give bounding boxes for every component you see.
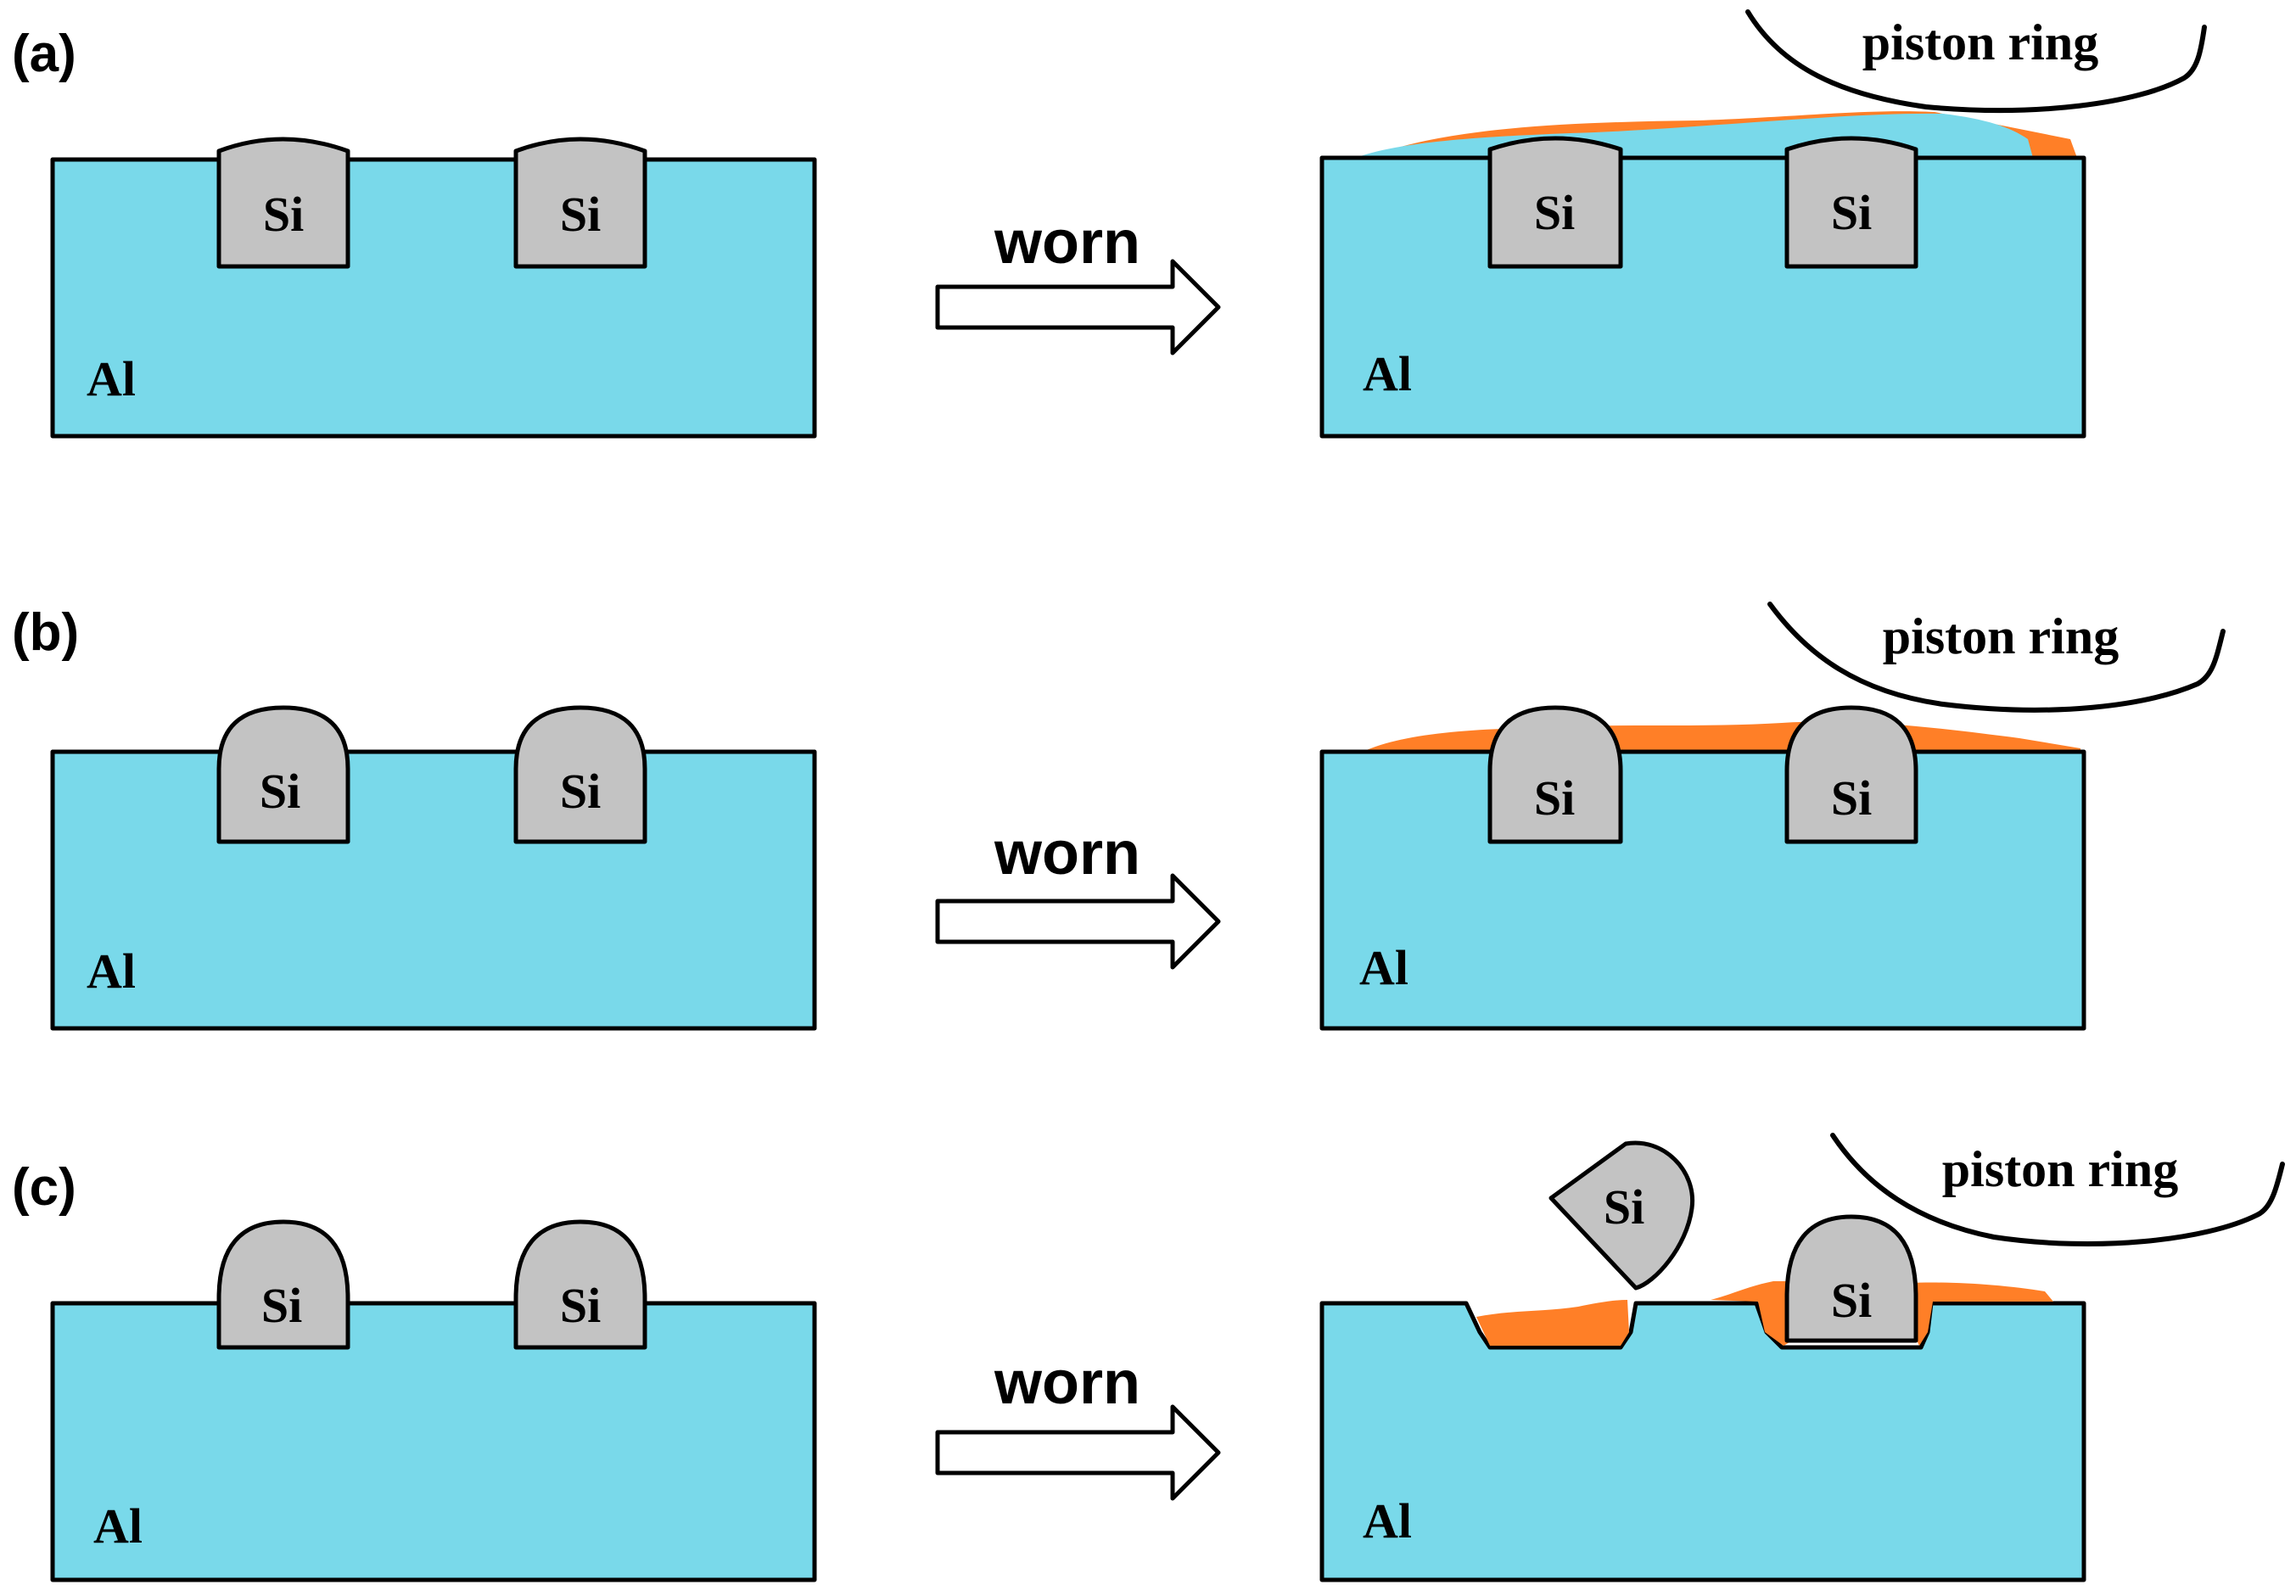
panel-a: (a) Si Si Al worn Si Si Al piston ring <box>12 9 2207 439</box>
worn-surface: Si Si Al piston ring <box>1319 1133 2285 1582</box>
arrow-icon <box>935 259 1221 356</box>
al-label: Al <box>93 1498 143 1554</box>
si-label: Si <box>560 764 601 819</box>
piston-ring <box>1745 9 2207 114</box>
si-particle <box>1784 136 1918 269</box>
si-particle <box>513 137 647 269</box>
si-label: Si <box>1534 185 1575 240</box>
panel-b: (b) Si Si Al worn Si Si Al piston ring <box>12 602 2226 1031</box>
panel-label: (a) <box>12 25 76 83</box>
transfer-layer <box>1363 721 2080 752</box>
si-particle <box>1784 1214 1918 1343</box>
si-label: Si <box>263 187 304 242</box>
al-label: Al <box>1363 346 1412 401</box>
piston-ring <box>1767 602 2226 713</box>
si-label: Si <box>261 1278 302 1333</box>
panel-c: (c) Si Si Al worn Si Si Al <box>12 1133 2285 1582</box>
al-label: Al <box>87 944 136 999</box>
si-particle <box>513 1219 647 1350</box>
panel-label: (b) <box>12 603 79 662</box>
al-label: Al <box>87 351 136 406</box>
worn-arrow: worn <box>935 1349 1221 1501</box>
si-particle <box>216 137 350 269</box>
transfer-layer <box>1476 1300 1629 1346</box>
si-label: Si <box>560 187 601 242</box>
si-label: Si <box>1604 1179 1644 1235</box>
piston-ring-label: piston ring <box>1883 608 2119 664</box>
transfer-layer <box>1909 1282 2053 1346</box>
worn-arrow: worn <box>935 820 1221 970</box>
piston-ring <box>1830 1133 2285 1246</box>
al-matrix <box>1319 749 2086 1031</box>
al-label: Al <box>1363 1493 1412 1548</box>
arrow-icon <box>935 1404 1221 1501</box>
al-matrix <box>50 157 817 439</box>
worn-surface: Si Si Al piston ring <box>1319 602 2226 1031</box>
si-particle <box>1487 136 1623 269</box>
worn-label: worn <box>994 209 1140 277</box>
si-particle <box>216 1219 350 1350</box>
panel-label: (c) <box>12 1158 76 1217</box>
si-label: Si <box>1831 770 1872 826</box>
piston-ring-label: piston ring <box>1942 1141 2178 1197</box>
worn-surface: Si Si Al piston ring <box>1319 9 2207 439</box>
si-particle-detached <box>1548 1140 1695 1291</box>
worn-label: worn <box>994 820 1140 888</box>
si-label: Si <box>560 1278 601 1333</box>
si-label: Si <box>260 764 300 819</box>
si-label: Si <box>1831 1273 1872 1328</box>
arrow-icon <box>935 873 1221 970</box>
si-label: Si <box>1831 185 1872 240</box>
al-matrix <box>50 1301 817 1582</box>
piston-ring-label: piston ring <box>1862 14 2098 70</box>
initial-surface: Si Si Al <box>50 705 817 1031</box>
al-matrix <box>50 749 817 1031</box>
al-label: Al <box>1359 940 1408 995</box>
si-particle <box>1487 705 1623 844</box>
si-particle <box>513 705 647 844</box>
al-matrix <box>1319 1301 2086 1582</box>
initial-surface: Si Si Al <box>50 137 817 439</box>
si-particle <box>216 705 350 844</box>
initial-surface: Si Si Al <box>50 1219 817 1582</box>
worn-label: worn <box>994 1349 1140 1417</box>
worn-arrow: worn <box>935 209 1221 356</box>
al-matrix <box>1319 155 2086 439</box>
si-label: Si <box>1534 770 1575 826</box>
transfer-layer <box>1711 1281 1807 1346</box>
si-particle <box>1784 705 1918 844</box>
